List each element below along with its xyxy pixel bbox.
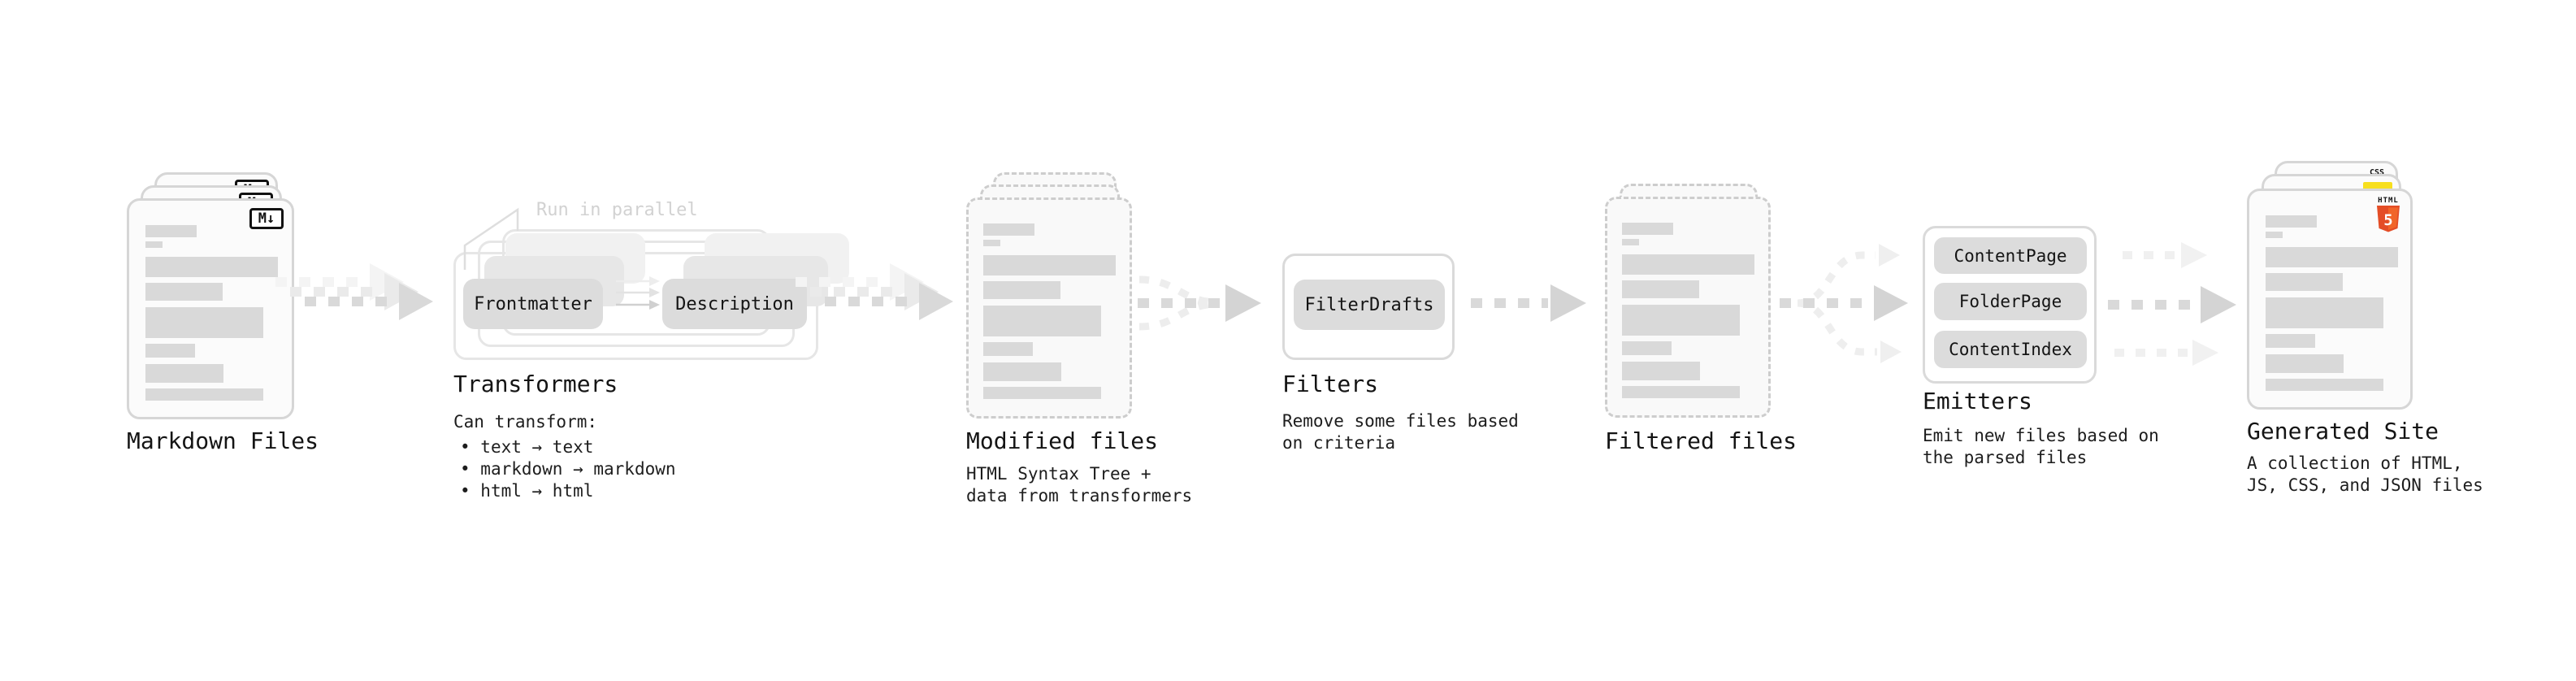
bullet-item: markdown → markdown [460, 458, 675, 480]
folderpage-pill: FolderPage [1934, 283, 2087, 320]
arrow-filters-to-filtered [1471, 284, 1586, 322]
modified-files-label: Modified files [966, 427, 1159, 454]
transform-bullet-list: text → text markdown → markdown html → h… [460, 436, 676, 502]
html5-icon: HTML 5 [2374, 197, 2402, 233]
bullet-item: text → text [460, 436, 676, 458]
emitters-label: Emitters [1923, 388, 2032, 414]
modified-files-desc: HTML Syntax Tree + data from transformer… [966, 464, 1193, 505]
arrow-markdown-to-transformers [275, 263, 433, 320]
markdown-files-label: Markdown Files [127, 427, 319, 454]
transformers-label: Transformers [453, 371, 618, 397]
arrow-filtered-to-emitters [1780, 244, 1908, 363]
filtered-file-card-front [1605, 197, 1771, 418]
markdown-icon: M↓ [249, 208, 284, 229]
arrow-modified-to-filters [1138, 275, 1261, 331]
text-placeholder-bars [1622, 223, 1754, 398]
svg-text:5: 5 [2383, 211, 2392, 229]
transformers-desc-title: Can transform: [453, 412, 598, 432]
emitters-desc: Emit new files based on the parsed files [1923, 426, 2159, 467]
text-placeholder-bars [983, 223, 1116, 399]
contentindex-pill: ContentIndex [1934, 331, 2087, 368]
filtered-files-label: Filtered files [1605, 427, 1798, 454]
contentpage-pill: ContentPage [1934, 237, 2087, 274]
filters-desc: Remove some files based on criteria [1282, 411, 1519, 453]
generated-site-desc: A collection of HTML, JS, CSS, and JSON … [2247, 453, 2483, 495]
bullet-item: html → html [460, 480, 676, 502]
text-placeholder-bars [145, 225, 278, 401]
run-in-parallel-note: Run in parallel [536, 200, 698, 220]
frontmatter-pill: Frontmatter [463, 279, 603, 329]
description-pill: Description [662, 279, 807, 329]
filters-label: Filters [1282, 371, 1379, 397]
modified-file-card-front [966, 197, 1132, 419]
generated-file-card-front: HTML 5 [2247, 189, 2413, 410]
arrow-emitters-to-generated [2108, 242, 2236, 366]
markdown-file-card-front: M↓ [127, 198, 294, 419]
filterdrafts-pill: FilterDrafts [1294, 280, 1445, 330]
generated-site-label: Generated Site [2247, 418, 2439, 445]
text-placeholder-bars [2266, 215, 2398, 391]
